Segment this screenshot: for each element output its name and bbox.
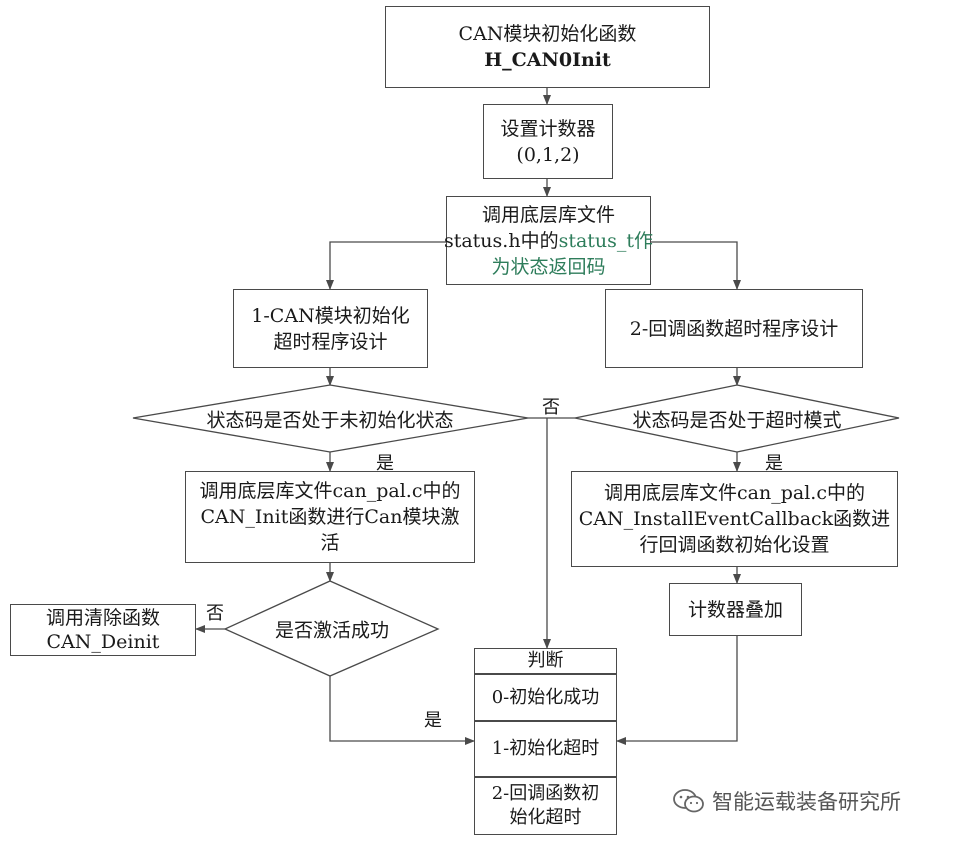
- edge-status-left: [326, 241, 446, 290]
- timeout-design-1-line1: 1-CAN模块初始化: [251, 304, 410, 327]
- diamond-activated-shape: [223, 580, 440, 677]
- call-deinit-line2: CAN_Deinit: [46, 631, 160, 653]
- call-can-init-line1: 调用底层库文件can_pal.c中的: [199, 480, 461, 502]
- diamond-timeout-shape: [574, 384, 900, 453]
- diamond-timeout-label: 状态码是否处于超时模式: [632, 409, 842, 432]
- edge-label-no-deinit: 否: [206, 603, 224, 624]
- init-function-box: CAN模块初始化函数 H_CAN0Init: [385, 6, 710, 88]
- timeout-design-1-box: 1-CAN模块初始化 超时程序设计: [233, 289, 428, 368]
- set-counter-label: 设置计数器: [500, 117, 596, 140]
- call-status-line1: 调用底层库文件: [481, 203, 615, 226]
- call-status-box: 调用底层库文件 status.h中的status_t作 为状态返回码: [444, 196, 653, 285]
- judge-table-row-2-line2: 始化超时: [509, 807, 582, 828]
- watermark: 智能运载装备研究所: [672, 786, 901, 816]
- judge-table-header: 判断: [474, 648, 617, 674]
- init-function-name: H_CAN0Init: [484, 49, 611, 71]
- judge-table-row-2-line1: 2-回调函数初: [491, 783, 600, 804]
- timeout-design-2-text: 2-回调函数超时程序设计: [629, 317, 839, 340]
- call-status-line2b: status_t作: [558, 229, 654, 252]
- set-counter-box: 设置计数器 (0,1,2): [483, 104, 613, 179]
- call-deinit-box: 调用清除函数 CAN_Deinit: [10, 604, 196, 656]
- edge-status-right: [651, 241, 741, 290]
- diamond-uninit-shape: [132, 384, 529, 453]
- timeout-design-1-line2: 超时程序设计: [273, 330, 388, 353]
- timeout-design-2-box: 2-回调函数超时程序设计: [605, 289, 863, 368]
- call-install-callback-line1: 调用底层库文件can_pal.c中的: [604, 482, 865, 504]
- watermark-text: 智能运载装备研究所: [712, 790, 901, 814]
- diamond-activated-label: 是否激活成功: [274, 619, 390, 642]
- edge-label-no-top: 否: [542, 397, 560, 418]
- call-can-init-line2: CAN_Init函数进行Can模块激: [200, 506, 460, 528]
- edge-activated-yes: [329, 676, 475, 745]
- call-status-line2a: status.h中的: [443, 229, 559, 252]
- judge-table-row-1: 1-初始化超时: [474, 721, 617, 777]
- set-counter-values: (0,1,2): [516, 143, 580, 166]
- counter-add-text: 计数器叠加: [687, 598, 783, 621]
- judge-table-row-0: 0-初始化成功: [474, 674, 617, 721]
- judge-table-row-2: 2-回调函数初 始化超时: [474, 777, 617, 835]
- counter-add-box: 计数器叠加: [669, 583, 802, 636]
- call-can-init-box: 调用底层库文件can_pal.c中的 CAN_Init函数进行Can模块激 活: [185, 471, 475, 563]
- call-can-init-line3: 活: [320, 532, 340, 554]
- call-status-line2: status.h中的status_t作: [444, 228, 653, 254]
- edge-label-yes-left: 是: [376, 453, 394, 474]
- call-deinit-line1: 调用清除函数: [45, 607, 160, 629]
- edge-label-yes-right: 是: [765, 453, 783, 474]
- edge-label-yes-bottom: 是: [424, 710, 442, 731]
- call-install-callback-box: 调用底层库文件can_pal.c中的 CAN_InstallEventCallb…: [571, 471, 898, 567]
- init-function-title: CAN模块初始化函数: [458, 23, 637, 45]
- edge-counteradd-judge: [616, 636, 738, 745]
- call-status-line3: 为状态返回码: [491, 255, 606, 278]
- call-install-callback-line3: 行回调函数初始化设置: [639, 534, 830, 556]
- wechat-icon: [673, 789, 704, 813]
- diamond-uninit-label: 状态码是否处于未初始化状态: [206, 409, 454, 432]
- call-install-callback-line2: CAN_InstallEventCallback函数进: [578, 508, 891, 530]
